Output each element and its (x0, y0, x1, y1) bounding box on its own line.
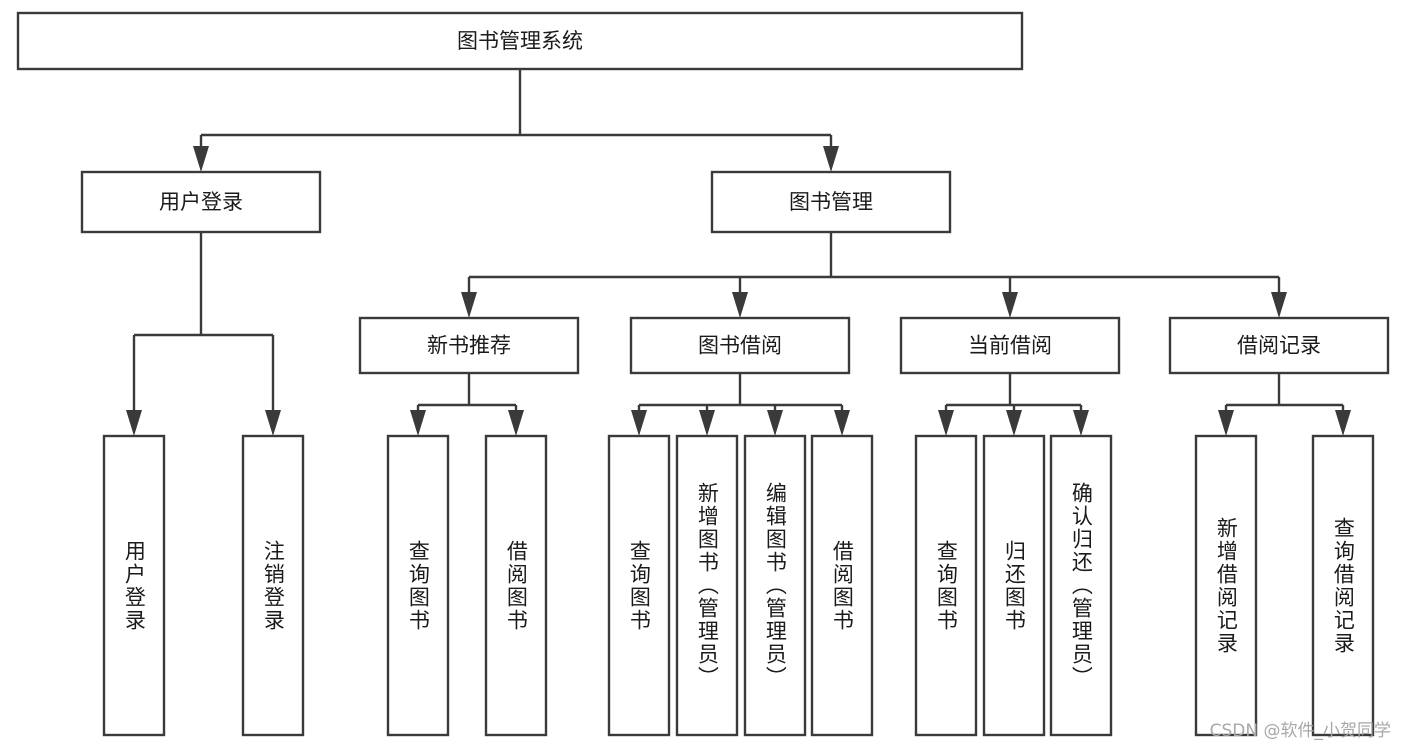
arrow-head-leaf-current-borrow-1 (1006, 410, 1022, 436)
leaf-node-leaf-add-record-box[interactable] (1194, 434, 1258, 737)
arrow-head-level2-2 (1002, 292, 1018, 318)
arrow-head-leaf-book-borrow-2 (767, 410, 783, 436)
arrow-head-leaf-borrow-record-1 (1335, 410, 1351, 436)
leaf-node-leaf-user-logout-box[interactable] (241, 434, 305, 737)
level1-node-user-login-label: 用户登录 (159, 190, 243, 214)
arrow-head-level1-0 (193, 146, 209, 172)
arrow-head-leaf-book-borrow-0 (631, 410, 647, 436)
arrow-head-leaf-borrow-record-0 (1218, 410, 1234, 436)
arrow-head-leaf-new-book-recommend-1 (508, 410, 524, 436)
level2-node-current-borrow-box[interactable] (899, 316, 1121, 375)
root-node-label: 图书管理系统 (457, 29, 583, 53)
box-layer (16, 11, 1390, 737)
arrow-head-level2-3 (1271, 292, 1287, 318)
watermark: CSDN @软件_小贺同学 (1209, 721, 1391, 741)
level2-node-new-book-recommend-label: 新书推荐 (427, 334, 511, 358)
arrow-head-leaf-new-book-recommend-0 (410, 410, 426, 436)
leaf-node-leaf-borrow-book-2-box[interactable] (810, 434, 874, 737)
level2-node-borrow-record-box[interactable] (1168, 316, 1390, 375)
connector-layer (126, 69, 1351, 436)
level2-node-book-borrow-label: 图书借阅 (698, 334, 782, 358)
arrow-head-leaf-book-borrow-3 (834, 410, 850, 436)
leaf-node-leaf-user-login-box[interactable] (102, 434, 166, 737)
arrow-head-level2-0 (461, 292, 477, 318)
arrow-head-leaf-current-borrow-2 (1073, 410, 1089, 436)
leaf-node-leaf-query-book-2-box[interactable] (607, 434, 671, 737)
level2-node-borrow-record-label: 借阅记录 (1237, 334, 1321, 358)
leaf-node-leaf-edit-book-box[interactable] (743, 434, 807, 737)
level2-node-current-borrow-label: 当前借阅 (968, 334, 1052, 358)
leaf-node-leaf-return-book-box[interactable] (982, 434, 1046, 737)
leaf-node-leaf-confirm-return-box[interactable] (1049, 434, 1113, 737)
arrow-head-leaf-user-login-1 (265, 410, 281, 436)
arrow-head-leaf-current-borrow-0 (938, 410, 954, 436)
arrow-head-level2-1 (732, 292, 748, 318)
level1-node-user-login-box[interactable] (80, 170, 322, 234)
arrow-head-leaf-user-login-0 (126, 410, 142, 436)
arrow-head-leaf-book-borrow-1 (699, 410, 715, 436)
level2-node-book-borrow-box[interactable] (629, 316, 851, 375)
leaf-node-leaf-borrow-book-1-box[interactable] (484, 434, 548, 737)
leaf-node-leaf-query-record-box[interactable] (1311, 434, 1375, 737)
level2-node-new-book-recommend-box[interactable] (358, 316, 580, 375)
level1-node-book-manage-label: 图书管理 (789, 190, 873, 214)
level1-node-book-manage-box[interactable] (710, 170, 952, 234)
root-node-box[interactable] (16, 11, 1024, 71)
arrow-head-level1-1 (823, 146, 839, 172)
leaf-node-leaf-query-book-1-box[interactable] (386, 434, 450, 737)
leaf-node-leaf-query-book-3-box[interactable] (914, 434, 978, 737)
leaf-node-leaf-add-book-box[interactable] (675, 434, 739, 737)
